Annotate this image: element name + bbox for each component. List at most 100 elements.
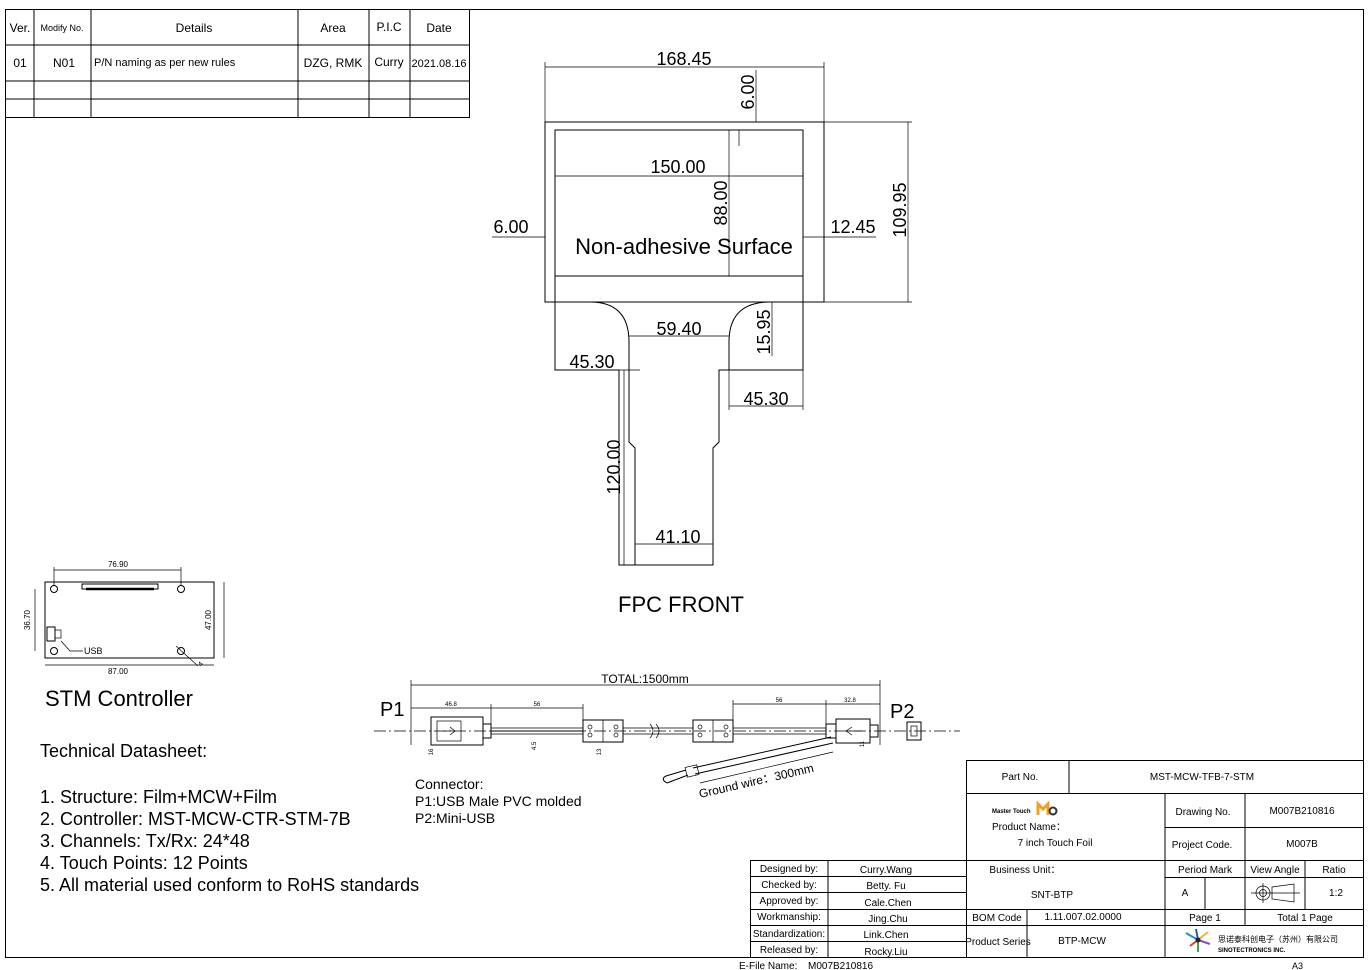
signoff-role-1: Designed by: (760, 864, 818, 875)
signoff-name-6: Rocky.Liu (864, 947, 907, 958)
product-name-label: Product Name： (992, 822, 1066, 833)
rev-header-ver: Ver. (10, 21, 31, 35)
company-en: SINOTECTRONICS INC. (1218, 948, 1286, 954)
rev-cell-modify: N01 (53, 56, 75, 70)
business-unit-label: Business Unit： (989, 865, 1060, 876)
ctrl-dim-hole-spacing: 76.90 (108, 560, 129, 569)
sinotectronics-logo (1185, 928, 1211, 952)
signoff-role-2: Checked by: (761, 880, 817, 891)
datasheet-item-5: 5. All material used conform to RoHS sta… (40, 875, 419, 895)
ctrl-dim-width: 87.00 (108, 667, 129, 676)
fpc-outline (544, 121, 825, 566)
project-code-label: Project Code. (1172, 840, 1233, 851)
connector-note-3: P2:Mini-USB (415, 810, 495, 826)
dim-left-offset: 45.30 (569, 352, 614, 372)
rev-header-pic: P.I.C (376, 20, 401, 34)
signoff-name-4: Jing.Chu (868, 914, 907, 925)
cable-p2: P2 (890, 701, 914, 723)
ctrl-dim-height-left: 36.70 (23, 609, 32, 630)
datasheet-item-3: 3. Channels: Tx/Rx: 24*48 (40, 831, 250, 851)
datasheet-item-1: 1. Structure: Film+MCW+Film (40, 787, 277, 807)
drawing-no: M007B210816 (1269, 806, 1334, 817)
period-mark-label: Period Mark (1178, 865, 1233, 876)
signoff-name-1: Curry.Wang (860, 865, 912, 876)
dim-neck-width: 59.40 (656, 319, 701, 339)
cable-height-1: 16 (429, 748, 435, 755)
product-name: 7 inch Touch Foil (1018, 838, 1093, 849)
rev-cell-area: DZG, RMK (304, 56, 363, 70)
signoff-name-5: Link.Chen (863, 930, 908, 941)
cable-height-2: 4.5 (532, 741, 538, 750)
efile: M007B210816 (808, 961, 873, 970)
company-cn: 思诺泰科创电子（苏州）有限公司 (1218, 934, 1338, 944)
ctrl-dim-hole: 4 (197, 661, 205, 669)
bom-code-label: BOM Code (972, 913, 1022, 924)
connector-note-1: Connector: (415, 776, 483, 792)
dim-overall-height: 109.95 (890, 182, 910, 237)
datasheet-item-2: 2. Controller: MST-MCW-CTR-STM-7B (40, 809, 351, 829)
cable-height-3: 13 (597, 748, 603, 755)
dim-inner-height: 88.00 (711, 180, 731, 225)
ratio-label: Ratio (1322, 865, 1346, 876)
project-code: M007B (1286, 839, 1318, 850)
rev-header-area: Area (320, 21, 346, 35)
connector-notes: Connector: P1:USB Male PVC molded P2:Min… (415, 776, 582, 826)
title-block: Designed by: Curry.Wang Checked by: Bett… (750, 760, 1364, 958)
drawing-no-label: Drawing No. (1175, 807, 1230, 818)
signoff-role-3: Approved by: (760, 896, 819, 907)
surface-label: Non-adhesive Surface (575, 234, 793, 259)
period-mark: A (1182, 888, 1189, 899)
ground-wire-label: Ground wire：300mm (698, 761, 816, 801)
signoff-role-6: Released by: (760, 945, 818, 956)
ctrl-dim-height-right: 47.00 (204, 609, 213, 630)
dim-inner-width: 150.00 (650, 157, 705, 177)
rev-header-details: Details (176, 21, 213, 35)
drawing-frame (5, 9, 1364, 958)
dim-top-margin: 6.00 (738, 74, 758, 109)
controller-title: STM Controller (45, 686, 193, 711)
datasheet-title: Technical Datasheet: (40, 741, 207, 761)
master-touch-logo (1036, 800, 1058, 816)
cable-dim-3: 56 (776, 698, 783, 704)
page-label: Page 1 (1189, 913, 1221, 924)
cable-dim-2: 56 (534, 702, 541, 708)
rev-cell-ver: 01 (13, 56, 27, 70)
datasheet-item-4: 4. Touch Points: 12 Points (40, 853, 248, 873)
rev-cell-date: 2021.08.16 (411, 58, 466, 70)
signoff-name-3: Cale.Chen (864, 898, 911, 909)
dim-corner-height: 15.95 (754, 309, 774, 354)
ctrl-usb-label: USB (84, 646, 103, 656)
dim-tail-width: 41.10 (655, 527, 700, 547)
cable-total: TOTAL:1500mm (601, 672, 689, 686)
signoff-role-5: Standardization: (753, 929, 825, 940)
connector-note-2: P1:USB Male PVC molded (415, 793, 582, 809)
revision-table: Ver. Modify No. Details Area P.I.C Date … (5, 9, 470, 118)
cable-p1: P1 (380, 699, 404, 721)
product-series: BTP-MCW (1058, 936, 1106, 947)
datasheet: Technical Datasheet: 1. Structure: Film+… (40, 741, 419, 895)
efile-label: E-File Name: (739, 961, 797, 970)
rev-cell-details: P/N naming as per new rules (94, 57, 236, 69)
business-unit: SNT-BTP (1031, 890, 1074, 901)
cable-dim-4: 32.8 (844, 698, 856, 704)
signoff-name-2: Betty. Fu (866, 881, 905, 892)
sheet-size: A3 (1292, 961, 1303, 970)
fpc-dimension-lines (492, 62, 912, 565)
controller-drawing: 76.90 36.70 47.00 87.00 4 USB (23, 560, 225, 676)
part-no-label: Part No. (1002, 772, 1039, 783)
dim-left-margin: 6.00 (493, 217, 528, 237)
dim-right-offset: 45.30 (743, 389, 788, 409)
ratio: 1:2 (1329, 888, 1343, 899)
view-angle-label: View Angle (1250, 865, 1300, 876)
rev-header-date: Date (426, 21, 452, 35)
fpc-front-label: FPC FRONT (618, 592, 744, 617)
product-series-label: Product Series (965, 937, 1031, 948)
bom-code: 1.11.007.02.0000 (1044, 912, 1122, 923)
cable-dim-1: 46.8 (445, 702, 457, 708)
dim-tail-length: 120.00 (604, 439, 624, 494)
projection-symbol-icon (1251, 883, 1300, 903)
fpc-dimension-texts: 168.45 6.00 150.00 88.00 6.00 12.45 109.… (493, 49, 910, 617)
dim-right-margin: 12.45 (830, 217, 875, 237)
signoff-role-4: Workmanship: (757, 912, 821, 923)
